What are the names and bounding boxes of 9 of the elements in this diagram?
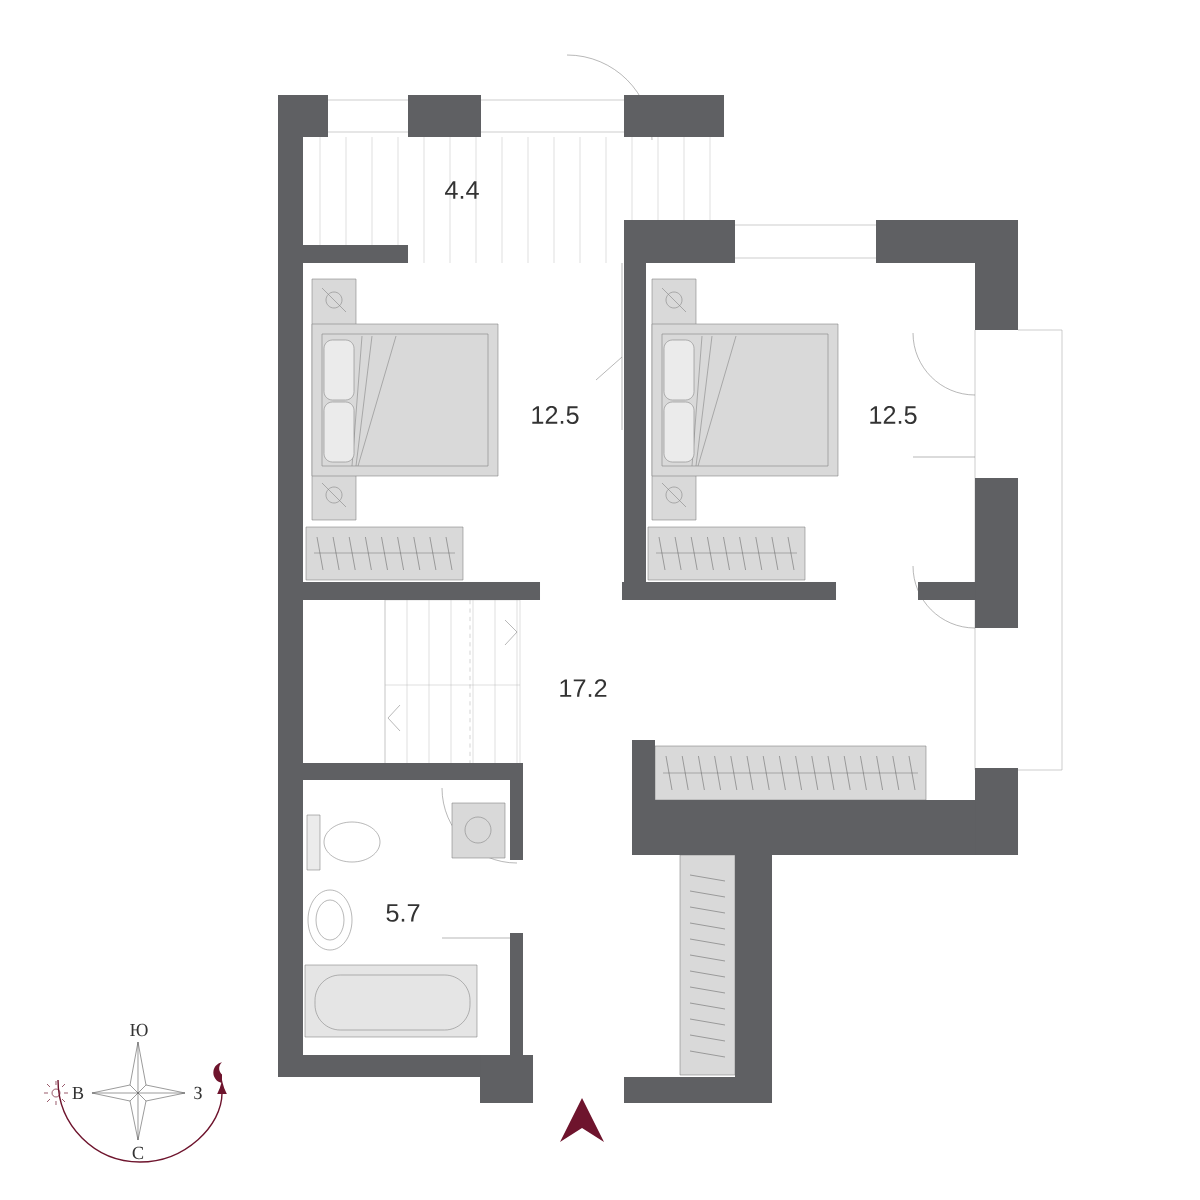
compass-letter: В xyxy=(72,1087,84,1099)
room-area: 5.7 xyxy=(386,904,420,922)
compass-letter: З xyxy=(194,1086,202,1100)
room-area: 17.2 xyxy=(560,679,607,697)
room-area: 12.5 xyxy=(532,406,579,424)
room-area: 12.5 xyxy=(870,406,917,424)
room-area: 4.4 xyxy=(445,181,479,199)
compass-letter: Ю xyxy=(130,1023,148,1037)
compass-letter: С xyxy=(132,1146,144,1160)
